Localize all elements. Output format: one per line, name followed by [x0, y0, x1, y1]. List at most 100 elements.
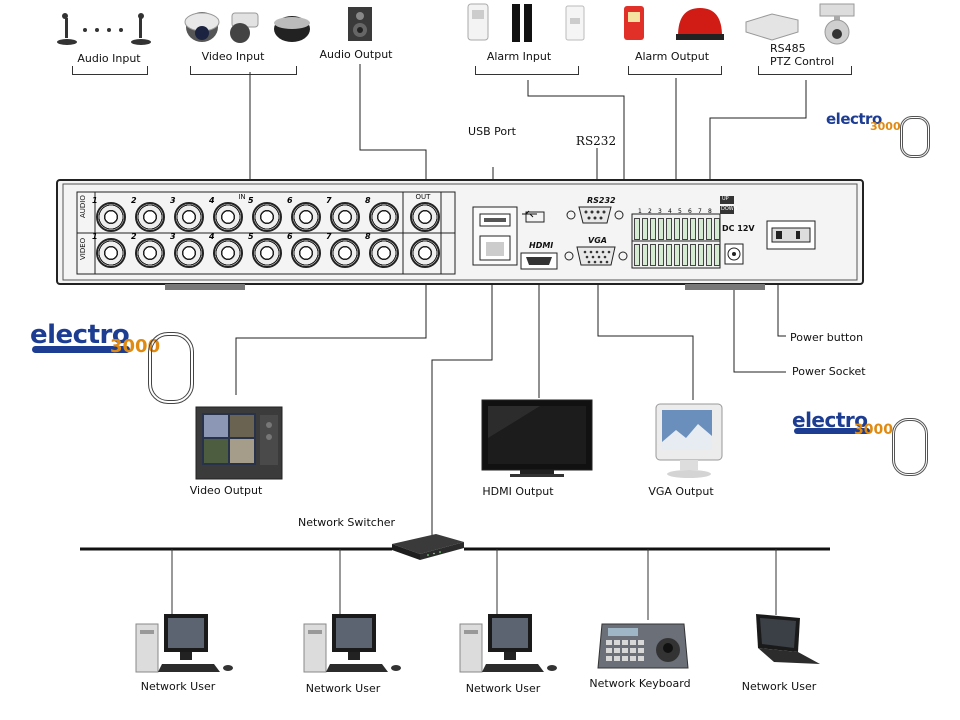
bnc-connector [135, 238, 165, 268]
network-keyboard-label: Network Keyboard [589, 677, 691, 690]
network-user-1-label: Network User [140, 680, 216, 693]
brand-logo-right: electro 3000 [792, 408, 942, 478]
bnc-connector [369, 238, 399, 268]
terminal-screw [666, 218, 672, 240]
microphone-icon [57, 13, 151, 45]
terminal-screw [674, 218, 680, 240]
alarm-input-wire [527, 80, 625, 208]
bnc-connector [96, 202, 126, 232]
vga-monitor-icon [655, 403, 723, 478]
channel-number: 1 [92, 232, 98, 241]
video-input-bracket [190, 66, 297, 75]
terminal-screw [674, 244, 680, 266]
workstation-icon [459, 614, 557, 673]
power-socket-label: Power Socket [792, 365, 866, 378]
terminal-screw [658, 244, 664, 266]
alarm-input-bracket [475, 66, 579, 75]
channel-number: 3 [170, 232, 176, 241]
bnc-connector [174, 238, 204, 268]
audio-row-tag: AUDIO [79, 195, 87, 218]
bnc-connector [252, 202, 282, 232]
bnc-connector [213, 202, 243, 232]
terminal-screw [714, 244, 720, 266]
channel-number: 2 [131, 232, 137, 241]
bnc-connector [213, 238, 243, 268]
channel-number: 6 [287, 232, 293, 241]
bnc-connector [330, 202, 360, 232]
rs485-wire [709, 80, 807, 205]
terminal-screw [642, 244, 648, 266]
vga-output-wire [597, 268, 694, 400]
audio-input-bracket [72, 66, 148, 75]
rs485-label: RS485 [770, 42, 806, 55]
terminal-screw [690, 244, 696, 266]
video-output-label: Video Output [189, 484, 263, 497]
terminal-screw [650, 218, 656, 240]
network-switch-icon [392, 534, 464, 560]
vga-port [564, 246, 628, 266]
brand-logo-top-right: electro 3000 [826, 110, 936, 160]
channel-number: 5 [248, 232, 254, 241]
terminal-screw [690, 218, 696, 240]
usb-port-label: USB Port [468, 125, 516, 138]
logo-swoosh [32, 346, 130, 353]
video-output-wire [235, 275, 427, 395]
speaker-icon [348, 7, 372, 41]
bnc-output-connector [410, 202, 440, 232]
terminal-screw [634, 244, 640, 266]
fingerprint-icon [148, 332, 194, 404]
ptz-camera-icon [745, 3, 855, 45]
alarm-sensor-icon [467, 3, 585, 42]
power-socket-wire [733, 262, 786, 373]
channel-number: 2 [131, 196, 137, 205]
dvr-rear-panel [56, 179, 864, 290]
ptz-control-label: PTZ Control [770, 55, 835, 68]
channel-number: 7 [326, 232, 332, 241]
up-tag: UP [722, 196, 729, 202]
terminal-screw [658, 218, 664, 240]
audio-output-label: Audio Output [319, 48, 393, 61]
video-input-label: Video Input [201, 50, 265, 63]
usb-network-block [472, 206, 545, 266]
rs232-port [566, 206, 624, 224]
bnc-connector [174, 202, 204, 232]
terminal-number: 2 [648, 208, 652, 215]
camera-icon [184, 12, 310, 43]
hdmi-port [520, 252, 558, 270]
terminal-screw [698, 218, 704, 240]
terminal-screw [642, 218, 648, 240]
terminal-number: 6 [688, 208, 692, 215]
terminal-screw [666, 244, 672, 266]
workstation-icon [303, 614, 401, 673]
fingerprint-icon [892, 418, 928, 476]
bnc-connector [330, 238, 360, 268]
network-user-2-label: Network User [305, 682, 381, 695]
alarm-input-label: Alarm Input [486, 50, 552, 63]
bnc-connector [369, 202, 399, 232]
channel-number: 7 [326, 196, 332, 205]
terminal-number: 8 [708, 208, 712, 215]
rs232-label: RS232 [575, 134, 617, 148]
terminal-number: 1 [638, 208, 642, 215]
bnc-connector [96, 238, 126, 268]
terminal-number: 4 [668, 208, 672, 215]
channel-number: 8 [365, 232, 371, 241]
power-switch [766, 220, 816, 250]
terminal-screw [650, 244, 656, 266]
bnc-connector [135, 202, 165, 232]
power-button-label: Power button [790, 331, 864, 344]
in-tag: IN [238, 193, 246, 201]
hdmi-tag: HDMI [529, 241, 554, 250]
down-tag: DOWN [721, 206, 738, 212]
terminal-number: 5 [678, 208, 682, 215]
terminal-screw [634, 218, 640, 240]
vga-output-label: VGA Output [648, 485, 714, 498]
channel-number: 3 [170, 196, 176, 205]
brand-logo-left: electro 3000 [28, 320, 198, 404]
video-row-tag: VIDEO [79, 237, 87, 260]
channel-number: 8 [365, 196, 371, 205]
terminal-number: 3 [658, 208, 662, 215]
network-switcher-label: Network Switcher [298, 516, 396, 529]
audio-input-label: Audio Input [77, 52, 141, 65]
audio-output-wire [359, 64, 427, 200]
